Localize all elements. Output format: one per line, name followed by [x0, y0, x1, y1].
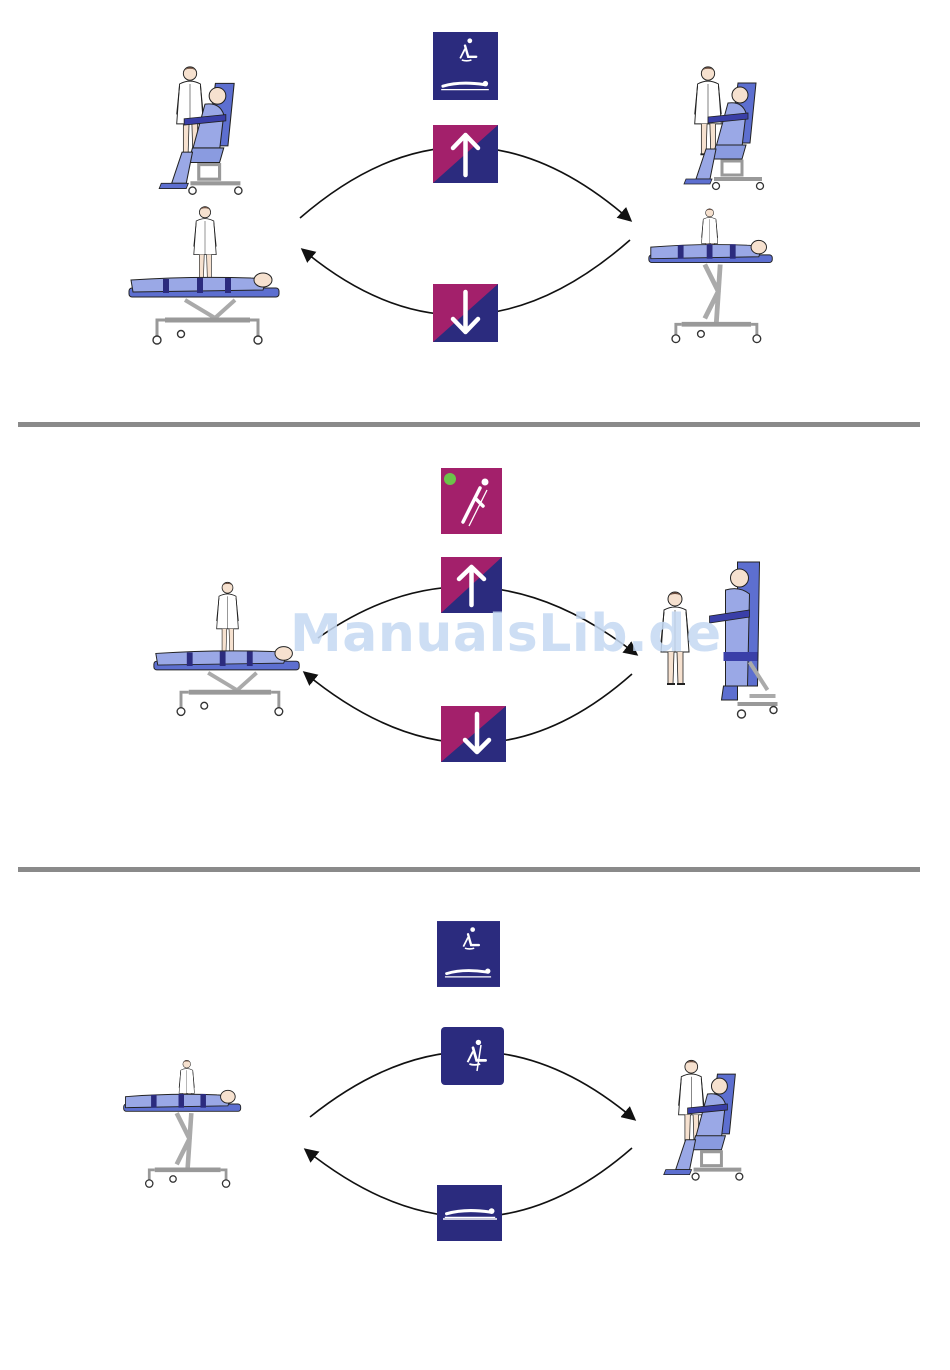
tilt-mode-icon[interactable] — [441, 468, 502, 534]
chair-position-button[interactable] — [441, 1027, 504, 1085]
section-bed-to-chair — [0, 875, 950, 1370]
scene-left-lying — [125, 205, 285, 350]
tilt-led-indicator — [444, 473, 456, 485]
scene-right-chair — [655, 1053, 760, 1193]
chair-bed-mode-icon[interactable] — [437, 920, 500, 988]
down-arrow-button[interactable] — [441, 706, 506, 762]
scene-left-lying-raised — [120, 1053, 248, 1198]
section-divider-2 — [18, 867, 920, 872]
section-divider-1 — [18, 422, 920, 427]
chair-bed-mode-icon[interactable] — [433, 32, 498, 100]
section-height-adjust — [0, 0, 950, 420]
scene-left-chair — [150, 65, 260, 200]
scene-left-lying — [150, 580, 305, 722]
scene-right-chair-raised — [670, 65, 780, 200]
bed-position-button[interactable] — [437, 1185, 502, 1241]
watermark-text: ManualsLib.de — [290, 604, 722, 664]
down-arrow-button[interactable] — [433, 284, 498, 342]
up-arrow-button[interactable] — [433, 125, 498, 183]
scene-right-lying-raised — [645, 205, 780, 350]
